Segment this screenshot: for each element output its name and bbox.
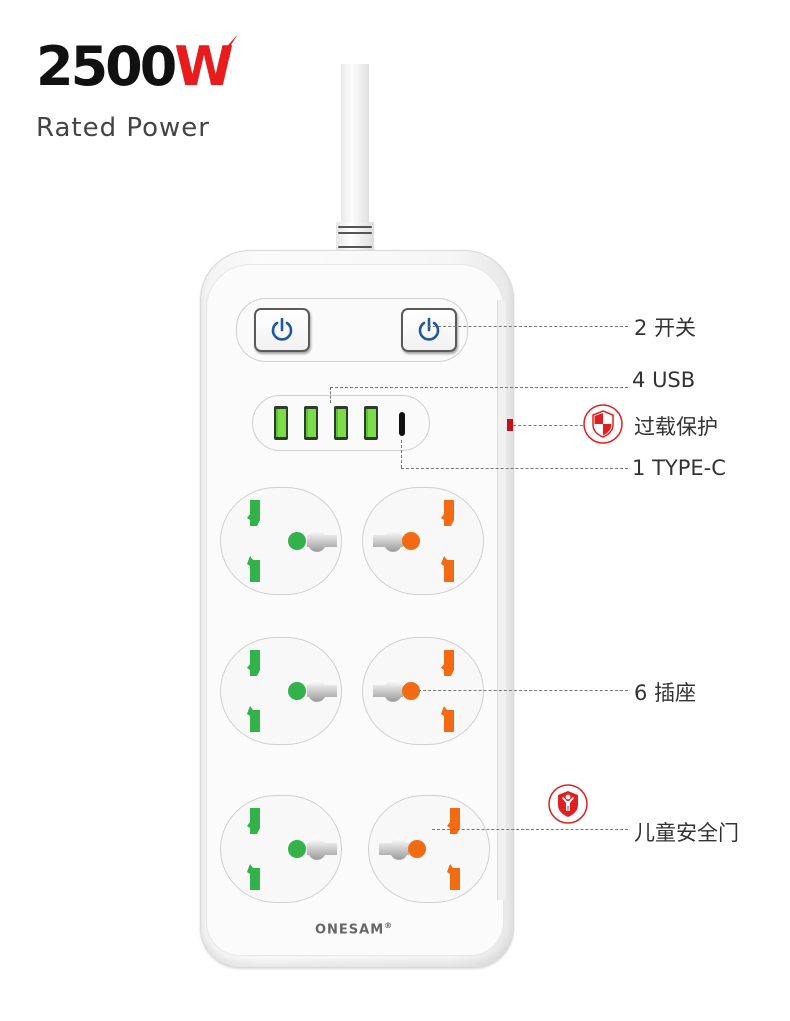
callout-line-usb-drop xyxy=(330,387,331,403)
child-shield-icon xyxy=(548,784,588,824)
socket-pin-bottom xyxy=(447,864,460,890)
callout-line-overload xyxy=(513,425,583,426)
socket-round-slot xyxy=(373,530,420,552)
socket-pin-bottom xyxy=(441,556,454,582)
outlet-socket-4[interactable] xyxy=(362,637,484,745)
socket-pin-top xyxy=(247,500,260,526)
socket-pin-bottom xyxy=(441,706,454,732)
power-icon xyxy=(418,317,440,341)
lightning-bolt-icon xyxy=(222,34,238,74)
brand-name: ONESAM xyxy=(315,922,385,938)
socket-pin-top xyxy=(441,650,454,676)
callout-overload: 过载保护 xyxy=(634,415,718,439)
socket-pin-top xyxy=(447,808,460,834)
cable-collar xyxy=(336,222,374,254)
power-unit: W xyxy=(174,35,234,98)
callout-typec: 1 TYPE-C xyxy=(632,456,726,480)
type-c-port[interactable] xyxy=(399,412,405,436)
side-rail xyxy=(497,300,506,900)
rated-power-value: 2500W xyxy=(36,40,234,94)
switch-button-1[interactable] xyxy=(254,308,310,352)
outlet-socket-2[interactable] xyxy=(362,487,484,595)
power-cable xyxy=(341,64,369,234)
outlet-socket-3[interactable] xyxy=(220,637,342,745)
usb-port[interactable] xyxy=(274,406,288,440)
socket-pin-top xyxy=(247,808,260,834)
callout-line-sockets xyxy=(418,690,628,691)
callout-line-switch xyxy=(428,326,628,327)
socket-pin-top xyxy=(441,500,454,526)
usb-port[interactable] xyxy=(364,406,378,440)
callout-line-usb xyxy=(330,387,628,388)
socket-round-slot xyxy=(379,838,426,860)
socket-pin-top xyxy=(247,650,260,676)
socket-round-slot xyxy=(288,838,337,860)
callout-line-typec-drop xyxy=(401,440,402,468)
callout-sockets: 6 插座 xyxy=(634,681,697,705)
callout-usb: 4 USB xyxy=(632,368,696,392)
outlet-socket-6[interactable] xyxy=(368,795,490,903)
socket-pin-bottom xyxy=(247,706,260,732)
brand-logo: ONESAM® xyxy=(315,921,393,937)
socket-pin-bottom xyxy=(247,556,260,582)
usb-port[interactable] xyxy=(304,406,318,440)
switch-button-2[interactable] xyxy=(401,308,457,352)
outlet-socket-5[interactable] xyxy=(220,795,342,903)
socket-round-slot xyxy=(288,530,337,552)
power-number: 2500 xyxy=(36,35,177,98)
socket-round-slot xyxy=(288,680,337,702)
usb-port[interactable] xyxy=(334,406,348,440)
registered-mark: ® xyxy=(384,921,394,930)
callout-switch: 2 开关 xyxy=(634,316,697,340)
rated-power-caption: Rated Power xyxy=(36,113,210,143)
outlet-socket-1[interactable] xyxy=(220,487,342,595)
overload-protector-button[interactable] xyxy=(507,419,513,431)
callout-line-child-safety xyxy=(432,829,628,830)
socket-pin-bottom xyxy=(247,864,260,890)
shield-checker-icon xyxy=(583,404,623,444)
callout-line-typec xyxy=(401,468,628,469)
callout-child-safety: 儿童安全门 xyxy=(634,821,739,845)
power-icon xyxy=(271,317,293,341)
socket-round-slot xyxy=(373,680,420,702)
